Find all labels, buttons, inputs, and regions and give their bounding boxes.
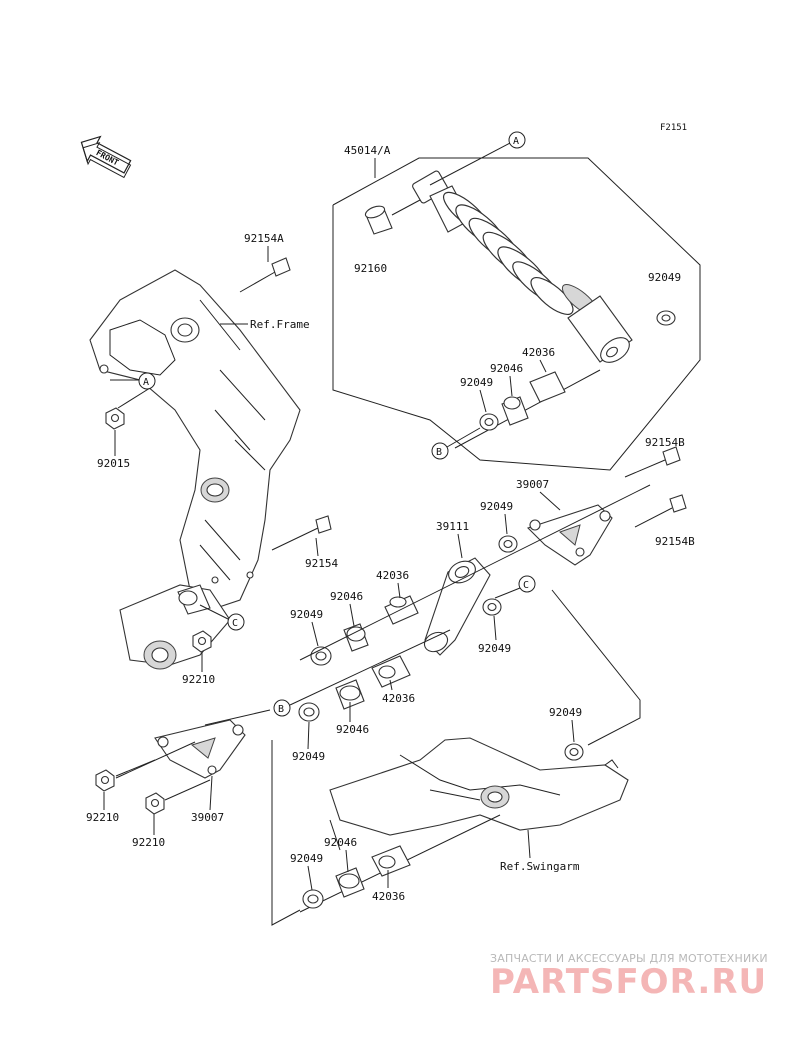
label-ref-frame: Ref.Frame [250, 318, 310, 331]
callout-letter: C [232, 618, 238, 629]
bolt-rod-right [624, 446, 681, 478]
label-seal-rocker-right: 92049 [478, 642, 511, 655]
seal-swingarm [564, 743, 584, 761]
shock-assembly-frame [332, 157, 701, 471]
shock-absorber [412, 170, 633, 363]
seal-rod-right [498, 535, 518, 553]
callout-a-top: A [429, 131, 526, 186]
label-seal-rod-right: 92049 [480, 500, 513, 513]
callout-letter: C [523, 580, 529, 591]
label-sleeve-shock-bottom: 42036 [522, 346, 555, 359]
label-sleeve-swingarm: 42036 [372, 890, 405, 903]
nut-frame-lower [192, 630, 212, 653]
seal-rocker-right [482, 598, 502, 616]
bolt-frame [239, 257, 291, 293]
callout-b-top: B [431, 427, 481, 460]
sleeve-top [364, 199, 421, 235]
label-rod-left: 39007 [191, 811, 224, 824]
rod-left [154, 719, 246, 779]
label-nut-frame: 92015 [97, 457, 130, 470]
callout-b-mid: B [273, 699, 291, 717]
label-shock-assembly: 45014/A [344, 144, 391, 157]
linkage-axis-lines [204, 484, 651, 926]
figure-id: F2151 [660, 123, 687, 133]
label-bearing-rocker-upper: 92046 [330, 590, 363, 603]
label-sleeve-top: 92160 [354, 262, 387, 275]
label-nut-rod-left-b: 92210 [132, 836, 165, 849]
label-bearing-shock-bottom: 92046 [490, 362, 523, 375]
rocker [423, 557, 491, 656]
nut-rod-left-b [145, 779, 211, 815]
nut-frame [105, 407, 125, 430]
callout-c-frame: C [199, 604, 245, 631]
watermark-caption: ЗАПЧАСТИ И АКСЕССУАРЫ ДЛЯ МОТОТЕХНИКИ [490, 952, 768, 965]
label-seal-top: 92049 [648, 271, 681, 284]
label-bolt-rod-lower: 92154B [655, 535, 695, 548]
swingarm [329, 737, 629, 851]
callout-c-mid: C [518, 575, 536, 593]
callout-a-frame: A [110, 372, 156, 409]
label-bolt-rod-right: 92154B [645, 436, 685, 449]
callout-letter: B [278, 704, 284, 715]
label-ref-swingarm: Ref.Swingarm [500, 860, 580, 873]
rocker-upper-parts [310, 595, 419, 666]
rod-right [526, 504, 613, 566]
label-nut-rod-left-a: 92210 [86, 811, 119, 824]
label-seal-swingarm-bottom: 92049 [290, 852, 323, 865]
label-rod-right: 39007 [516, 478, 549, 491]
seal-top [656, 310, 676, 326]
nut-rod-left-a [95, 741, 196, 792]
bolt-rod-lower [634, 494, 687, 528]
callout-letter: B [436, 447, 442, 458]
bolt-frame-lower [271, 515, 332, 551]
label-sleeve-rocker-lower: 42036 [382, 692, 415, 705]
label-seal-rocker-upper: 92049 [290, 608, 323, 621]
rocker-lower-parts [298, 655, 411, 722]
watermark-logo: PARTSFOR.RU [490, 962, 767, 1002]
callout-letter: A [513, 136, 519, 147]
label-bolt-frame-lower: 92154 [305, 557, 338, 570]
label-bolt-frame: 92154A [244, 232, 284, 245]
frame-lower-lug [119, 584, 231, 670]
label-nut-frame-lower: 92210 [182, 673, 215, 686]
label-bearing-swingarm: 92046 [324, 836, 357, 849]
label-bearing-rocker-lower: 92046 [336, 723, 369, 736]
label-sleeve-rocker-upper: 42036 [376, 569, 409, 582]
callout-letter: A [143, 377, 149, 388]
label-seal-rocker-lower: 92049 [292, 750, 325, 763]
swingarm-bottom-parts [299, 814, 501, 913]
label-seal-swingarm: 92049 [549, 706, 582, 719]
label-rocker: 39111 [436, 520, 469, 533]
label-seal-shock-bottom: 92049 [460, 376, 493, 389]
front-arrow-badge: FRONT [80, 135, 132, 179]
shock-bottom-parts [454, 369, 601, 449]
